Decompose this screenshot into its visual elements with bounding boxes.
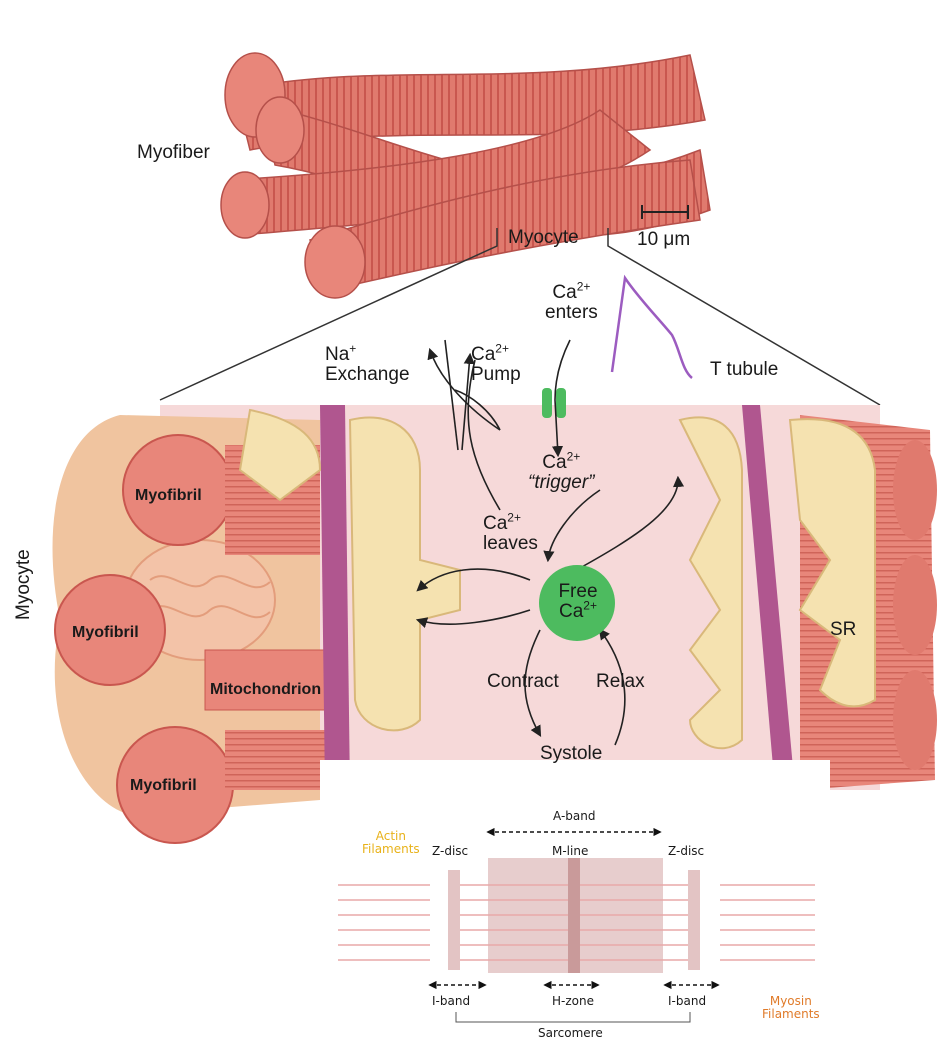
label-myocyte-side: Myocyte [14,549,34,620]
label-myofibril-3: Myofibril [130,778,197,795]
label-relax: Relax [596,672,645,692]
label-h-zone: H-zone [552,995,594,1008]
label-z-disc-right: Z-disc [668,845,704,858]
label-mitochondrion: Mitochondrion [210,682,321,699]
myofiber-bundle [221,0,941,298]
label-scale: 10 μm [637,230,690,250]
label-sarcomere: Sarcomere [538,1027,603,1040]
label-z-disc-left: Z-disc [432,845,468,858]
ca-trace [612,278,692,378]
label-i-band-left: I-band [432,995,470,1008]
label-sr: SR [830,620,856,640]
label-ca-enters: Ca2+ enters [545,283,598,323]
label-myofibril-1: Myofibril [135,488,202,505]
label-t-tubule: T tubule [710,360,778,380]
label-na-exchange: Na+ Exchange [325,345,410,385]
label-a-band: A-band [553,810,595,823]
label-ca-pump: Ca2+ Pump [471,345,521,385]
label-myofibril-2: Myofibril [72,625,139,642]
label-i-band-right: I-band [668,995,706,1008]
label-m-line: M-line [552,845,588,858]
label-systole: Systole [540,744,602,764]
label-myocyte-top: Myocyte [508,228,579,248]
label-free-ca: Free Ca2+ [548,582,608,622]
label-ca-leaves: Ca2+ leaves [483,514,538,554]
label-ca-trigger: Ca2+ “trigger” [528,453,595,493]
label-contract: Contract [487,672,559,692]
sarcomere-panel [320,760,830,1030]
label-myofiber: Myofiber [137,143,210,163]
